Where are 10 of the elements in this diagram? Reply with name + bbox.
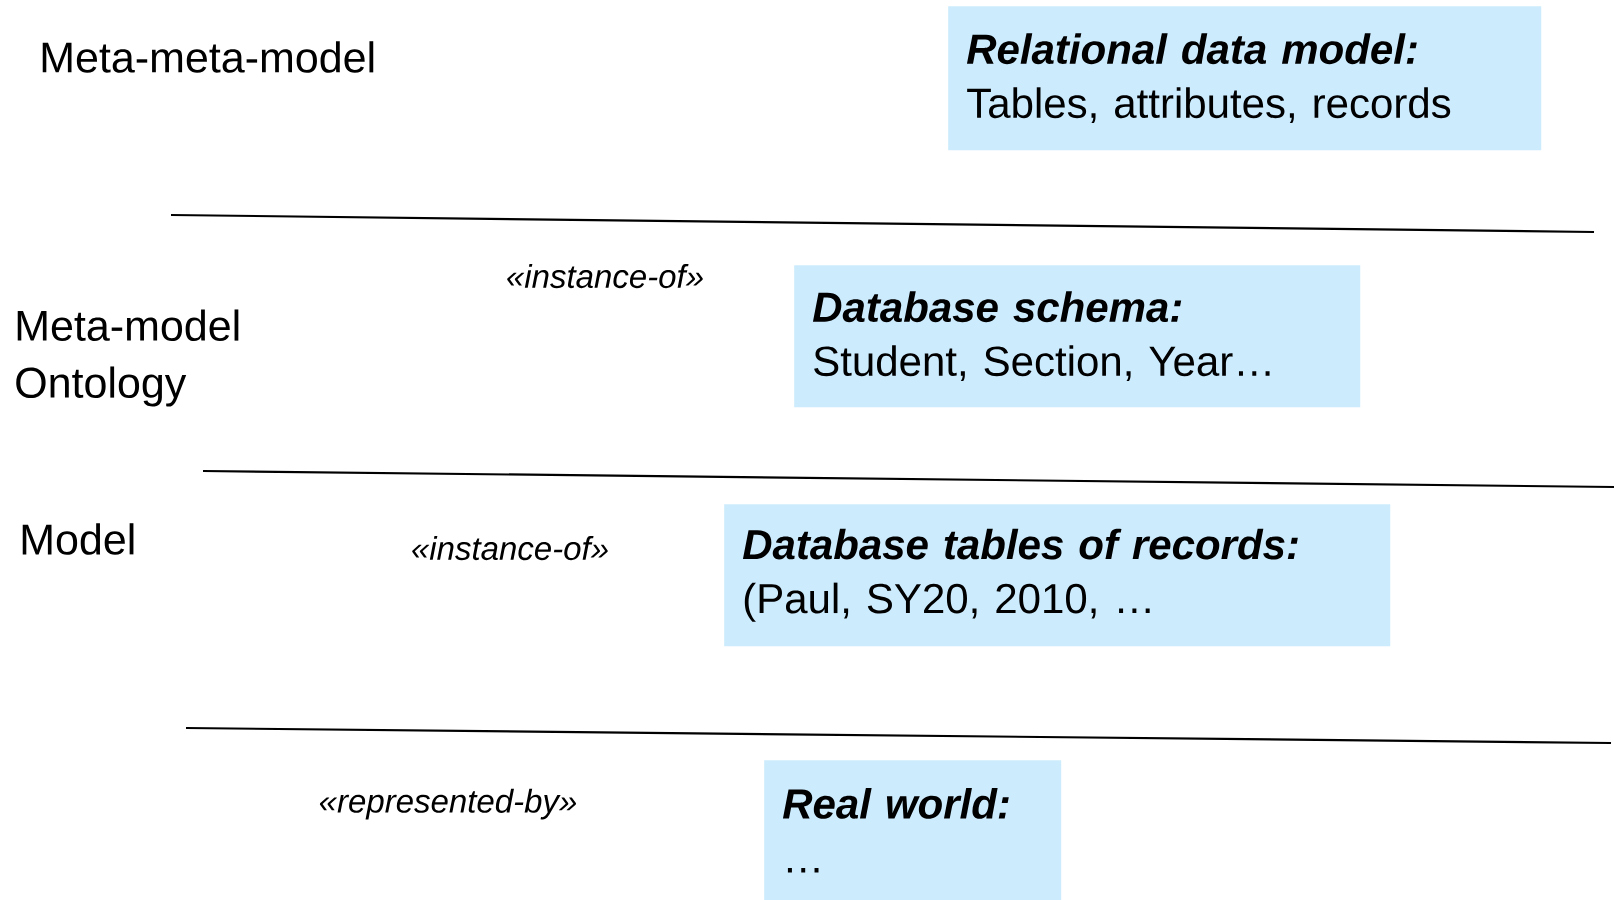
stereotype-label: «instance-of» xyxy=(507,263,703,289)
stereotype-label: «instance-of» xyxy=(412,535,608,561)
text-box: Database schema: Student, Section, Year… xyxy=(794,265,1361,408)
stereotype-label: «represented-by» xyxy=(319,788,577,820)
level-label: Meta-model Ontology xyxy=(16,309,239,407)
text-box: Real world: … xyxy=(764,760,1062,900)
level-label: Model xyxy=(22,523,134,555)
text-box: Relational data model: Tables, attributes, records xyxy=(948,6,1542,151)
level-label: Meta-meta-model xyxy=(42,41,374,73)
text-box: Database tables of records: (Paul, SY20, 2010, … xyxy=(724,504,1391,647)
